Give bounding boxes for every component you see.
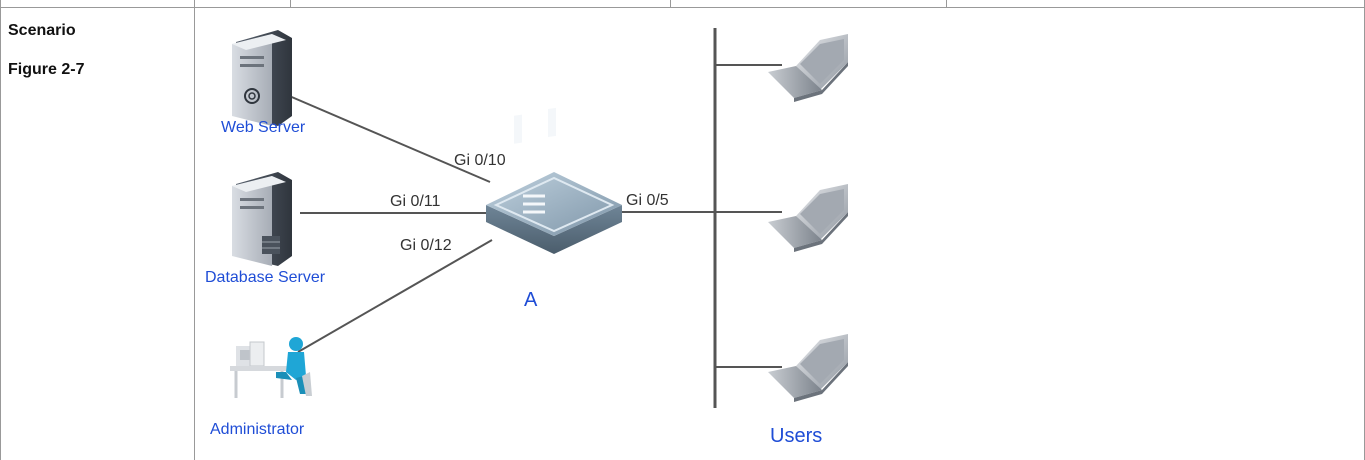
switch-a-icon (486, 107, 622, 254)
web-server-icon (232, 30, 292, 126)
database-server-label: Database Server (205, 269, 326, 286)
connection-lines (279, 28, 782, 408)
port-label-admin: Gi 0/12 (400, 237, 452, 254)
laptop-icon (768, 184, 848, 252)
figure-caption: Figure 2-7 (8, 61, 85, 78)
link-administrator (297, 239, 493, 353)
administrator-label: Administrator (210, 421, 305, 438)
row-heading: Scenario (8, 22, 76, 39)
web-server-label: Web Server (221, 119, 306, 136)
link-web-server (279, 91, 491, 183)
port-label-web: Gi 0/10 (454, 152, 506, 169)
switch-label: A (524, 289, 538, 311)
users-label: Users (770, 425, 822, 447)
port-label-users: Gi 0/5 (626, 192, 669, 209)
port-label-database: Gi 0/11 (390, 193, 441, 210)
laptop-icon (768, 34, 848, 102)
administrator-icon (230, 337, 312, 398)
laptop-icon (768, 334, 848, 402)
database-server-icon (232, 172, 292, 266)
